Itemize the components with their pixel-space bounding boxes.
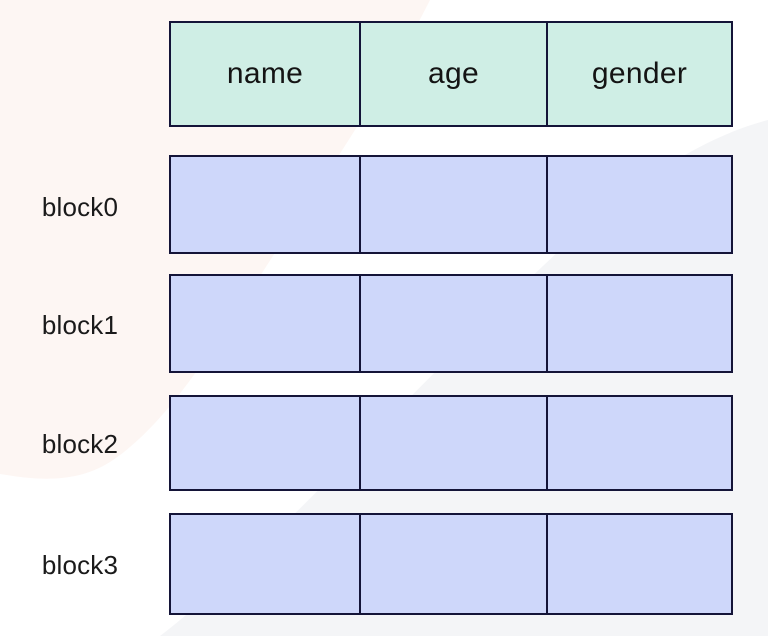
block1-cell-name: [171, 276, 359, 371]
block0-cell-age: [359, 157, 546, 252]
block2-cell-age: [359, 397, 546, 489]
row-label-block0: block0: [41, 192, 119, 222]
table-row: [169, 395, 733, 491]
header-cell-age: age: [359, 23, 546, 125]
block3-cell-age: [359, 515, 546, 613]
table-row: [169, 513, 733, 615]
block2-cell-name: [171, 397, 359, 489]
table-row: [169, 274, 733, 373]
block1-cell-age: [359, 276, 546, 371]
block3-cell-name: [171, 515, 359, 613]
block3-cell-gender: [546, 515, 731, 613]
block0-cell-gender: [546, 157, 731, 252]
row-label-block3: block3: [41, 550, 119, 580]
header-cell-gender: gender: [546, 23, 731, 125]
block1-cell-gender: [546, 276, 731, 371]
row-label-block1: block1: [41, 310, 119, 340]
table-header-row: name age gender: [169, 21, 733, 127]
header-cell-name: name: [171, 23, 359, 125]
block2-cell-gender: [546, 397, 731, 489]
table-row: [169, 155, 733, 254]
row-label-block2: block2: [41, 429, 119, 459]
block0-cell-name: [171, 157, 359, 252]
